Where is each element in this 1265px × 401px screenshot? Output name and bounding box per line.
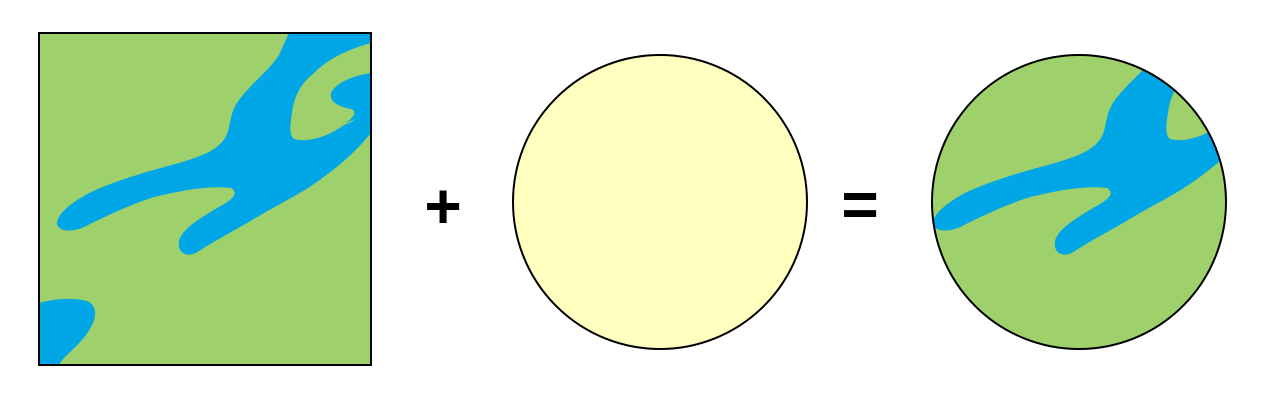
plus-sign: + — [424, 170, 461, 242]
clip-circle — [512, 54, 808, 350]
input-map-border — [38, 32, 372, 366]
equals-sign: = — [841, 168, 878, 240]
input-map-square — [38, 32, 372, 366]
output-map-border — [931, 54, 1227, 350]
output-map-circle — [931, 54, 1227, 350]
